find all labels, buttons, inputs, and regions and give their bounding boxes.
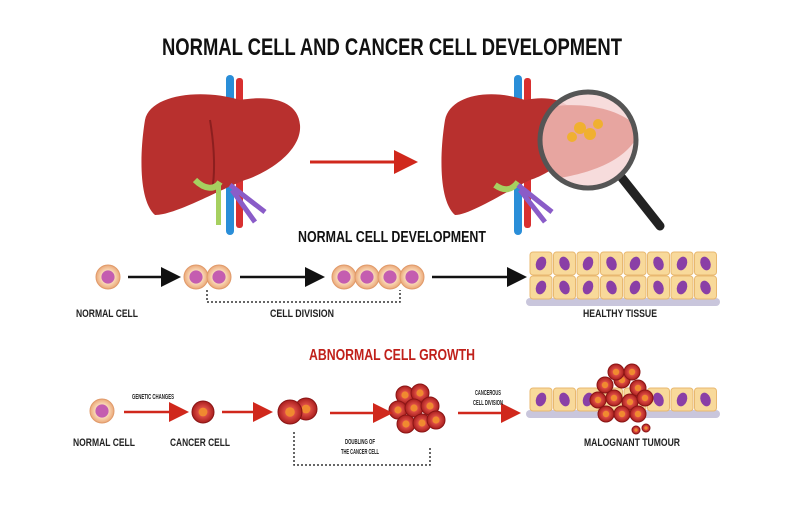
cancer-cell — [631, 425, 641, 435]
normal-cell — [89, 398, 115, 424]
label-genetic-changes: GENETIC CHANGES — [132, 394, 174, 401]
label-normal-cell: NORMAL CELL — [76, 308, 138, 320]
malignant-tumour-illustration — [526, 363, 720, 435]
label-doubling-line2: THE CANCER CELL — [341, 449, 379, 456]
cancer-cell — [589, 391, 607, 409]
tissue-cell — [647, 387, 670, 412]
normal-cell — [399, 264, 425, 290]
normal-cell — [206, 264, 232, 290]
label-cancer-cell: CANCER CELL — [170, 437, 230, 449]
cancer-cell — [597, 405, 615, 423]
tissue-cell — [647, 251, 670, 276]
tissue-cell — [623, 251, 647, 276]
normal-cell — [95, 264, 121, 290]
magnifying-glass-icon — [537, 89, 665, 231]
doubling-bracket — [293, 432, 431, 466]
cancer-cell — [623, 363, 641, 381]
cell-division-bracket — [206, 290, 401, 303]
cancer-cell — [420, 396, 440, 416]
normal-cells — [95, 264, 425, 290]
cancer-cell — [277, 399, 303, 425]
label-cancerous-line2: CELL DIVISION — [473, 400, 503, 407]
cancer-cell — [191, 400, 215, 424]
normal-cell — [377, 264, 403, 290]
cancer-cell — [605, 389, 623, 407]
tissue-cell — [553, 387, 576, 412]
tissue-cell — [670, 251, 694, 276]
tissue-cell — [647, 275, 670, 300]
tissue-cell — [600, 275, 623, 300]
cancer-cell — [636, 389, 654, 407]
tissue-cell — [553, 275, 576, 300]
label-doubling-line1: DOUBLING OF — [345, 439, 375, 446]
label-cell-division: CELL DIVISION — [270, 308, 334, 320]
cancer-cell — [607, 363, 625, 381]
tissue-cell — [670, 387, 694, 412]
tissue-cell — [694, 251, 717, 276]
normal-cell — [331, 264, 357, 290]
tissue-cell — [694, 387, 717, 412]
label-normal-cell-2: NORMAL CELL — [73, 437, 135, 449]
page-title: NORMAL CELL AND CANCER CELL DEVELOPMENT — [162, 34, 622, 61]
abnormal-section-heading: ABNORMAL CELL GROWTH — [309, 347, 475, 364]
healthy-tissue-illustration — [526, 251, 720, 306]
liver-illustration-magnified — [441, 75, 665, 235]
cancer-cell — [629, 405, 647, 423]
normal-cell — [354, 264, 380, 290]
tissue-cell — [600, 251, 623, 276]
abnormal-cells — [89, 383, 446, 434]
tissue-cell — [576, 251, 600, 276]
label-healthy-tissue: HEALTHY TISSUE — [583, 308, 657, 320]
basement-membrane — [526, 298, 720, 306]
tissue-cell — [576, 275, 600, 300]
tissue-cell — [529, 275, 553, 300]
normal-cell — [183, 264, 209, 290]
liver-illustration-normal — [141, 75, 301, 235]
tissue-cell — [670, 275, 694, 300]
tissue-cell — [529, 251, 553, 276]
normal-section-heading: NORMAL CELL DEVELOPMENT — [298, 229, 486, 246]
label-malignant-tumour: MALOGNANT TUMOUR — [584, 437, 680, 449]
cancer-cell — [596, 376, 614, 394]
tissue-cell — [623, 275, 647, 300]
cancer-cell — [426, 410, 446, 430]
cancer-cell — [412, 413, 432, 433]
cancer-cell — [613, 405, 631, 423]
label-cancerous-line1: CANCEROUS — [475, 390, 501, 397]
tissue-cell — [694, 275, 717, 300]
cancer-cell — [396, 414, 416, 434]
cancer-cell — [641, 423, 651, 433]
tissue-cell — [553, 251, 576, 276]
tissue-cell — [529, 387, 553, 412]
